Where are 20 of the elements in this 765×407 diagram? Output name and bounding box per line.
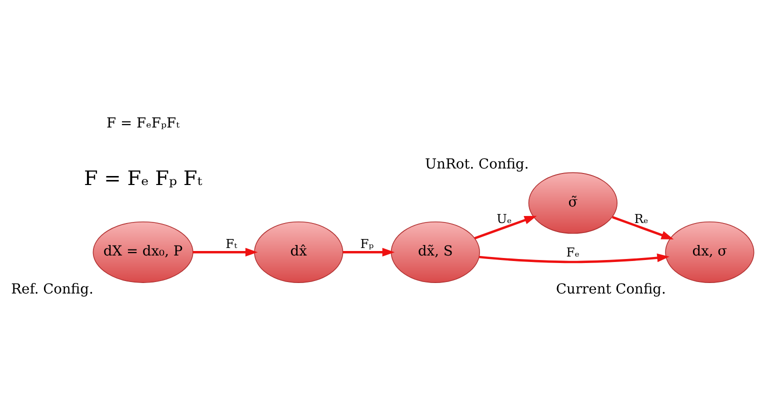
node-ellipse: σ̃ — [528, 172, 618, 234]
label: F = Fₑ Fₚ Fₜ — [84, 165, 202, 190]
edge-label: Fₑ — [566, 245, 580, 260]
node-ellipse: dx̃, S — [390, 220, 480, 282]
arrow — [479, 253, 670, 263]
edge-label: Fₚ — [360, 236, 374, 251]
node-label: UnRot. Config. — [424, 156, 529, 172]
edge-label: Rₑ — [634, 211, 648, 226]
node-ellipse: dx, σ — [665, 220, 754, 282]
node-label: Current Config. — [556, 281, 666, 298]
arrow — [474, 215, 537, 239]
arrow — [612, 216, 674, 239]
node-label: Ref. Config. — [11, 281, 94, 298]
arrow — [192, 247, 258, 256]
label: F = FₑFₚFₜ — [106, 114, 180, 131]
node-ellipse: dx̂ — [254, 220, 344, 282]
node-ellipse: dX = dx₀, P — [92, 220, 194, 282]
edge-label: Fₜ — [226, 236, 238, 251]
arrow — [342, 247, 395, 256]
edge-label: Uₑ — [496, 211, 512, 226]
